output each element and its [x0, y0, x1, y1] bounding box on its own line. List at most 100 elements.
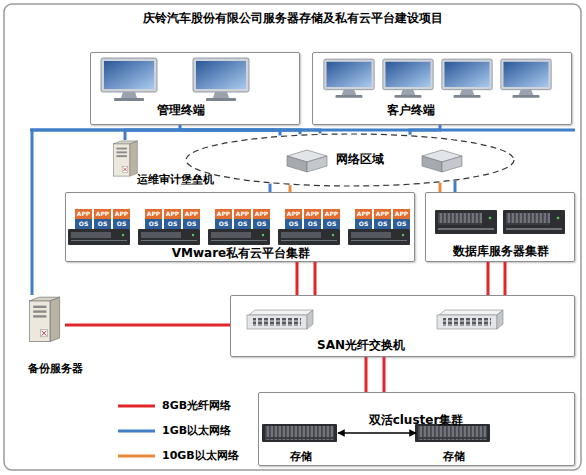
tile-label: APP [285, 209, 302, 219]
node-label: 客户终端 [361, 103, 461, 117]
connector [365, 357, 368, 392]
tile-label: OS [75, 219, 92, 229]
tile-label: OS [304, 219, 321, 229]
server-tower-icon [30, 297, 60, 341]
tile-label: APP [323, 209, 340, 219]
app-os-tile: APPOS [285, 209, 302, 229]
fc-switch-icon [437, 310, 503, 329]
legend-text: 10GB以太网络 [162, 449, 239, 463]
monitor-icon [501, 59, 551, 98]
storage-unit: 存储 [263, 425, 338, 465]
node-label: 备份服务器 [20, 362, 90, 376]
node-label: 双活cluster集群 [351, 413, 481, 427]
tile-label: OS [234, 219, 251, 229]
tile-label: APP [253, 209, 270, 219]
rack-server-icon [278, 229, 340, 245]
app-os-tile: APPOS [234, 209, 251, 229]
node-label: VMware私有云平台集群 [141, 246, 341, 260]
legend-line-sample [118, 405, 155, 408]
dashed-ellipse [186, 134, 514, 186]
tile-label: OS [113, 219, 130, 229]
node-label: 数据库服务器集群 [426, 244, 576, 258]
connector [32, 130, 320, 295]
fc-switch-icon [247, 310, 313, 329]
app-os-tile: APPOS [374, 209, 391, 229]
tile-label: APP [304, 209, 321, 219]
rack-server-icon [138, 229, 200, 245]
tile-label: OS [393, 219, 410, 229]
tile-label: OS [253, 219, 270, 229]
connector [314, 262, 317, 295]
connector [180, 125, 280, 136]
connector [383, 357, 386, 392]
tile-label: APP [94, 209, 111, 219]
network-zone: 网络区域 [185, 133, 515, 187]
app-os-tile: APPOS [113, 209, 130, 229]
cluster-box: VMware私有云平台集群APPOSAPPOSAPPOSAPPOSAPPOSAP… [65, 192, 415, 262]
monitor-icon [101, 58, 157, 101]
app-os-tile: APPOS [145, 209, 162, 229]
monitor-icon [324, 59, 374, 98]
cluster-box: 数据库服务器集群 [425, 192, 575, 262]
tile-label: OS [355, 219, 372, 229]
node-label: 存储 [416, 450, 491, 464]
rack-server-icon [348, 229, 410, 245]
app-os-tile: APPOS [253, 209, 270, 229]
node-label: 网络区域 [320, 152, 400, 166]
connector [296, 262, 299, 295]
connector [125, 130, 300, 140]
tile-label: OS [183, 219, 200, 229]
diagram-title: 庆铃汽车股份有限公司服务器存储及私有云平台建设项目 [0, 11, 586, 25]
monitor-icon [383, 59, 433, 98]
tile-label: APP [183, 209, 200, 219]
tile-label: OS [145, 219, 162, 229]
legend-text: 8GB光纤网络 [162, 399, 231, 413]
app-os-tile: APPOS [215, 209, 232, 229]
legend-line-sample [118, 430, 155, 433]
app-os-tile: APPOS [323, 209, 340, 229]
ethernet-bus [30, 129, 575, 132]
network-device-icon [422, 150, 462, 172]
tile-label: APP [164, 209, 181, 219]
connector [454, 181, 457, 192]
app-os-tile: APPOS [164, 209, 181, 229]
switch-box: SAN光纤交换机 [230, 295, 575, 357]
node-label: 存储 [263, 450, 338, 464]
connector [338, 432, 416, 434]
tile-label: APP [145, 209, 162, 219]
connector [410, 125, 440, 135]
app-os-tile: APPOS [355, 209, 372, 229]
connector [65, 324, 230, 327]
app-os-tile: APPOS [304, 209, 321, 229]
storage-array-icon [262, 424, 337, 442]
tile-label: APP [355, 209, 372, 219]
monitor-icon [442, 59, 492, 98]
server-tower-icon [114, 141, 138, 176]
node-label: 运维审计堡垒机 [130, 173, 220, 187]
legend-line-sample [118, 455, 155, 458]
legend-text: 1GB以太网络 [162, 424, 231, 438]
app-os-tile: APPOS [94, 209, 111, 229]
network-device-icon [287, 150, 327, 172]
tile-label: OS [215, 219, 232, 229]
outer-frame [4, 4, 581, 470]
connector [439, 183, 442, 192]
connector [487, 262, 490, 295]
terminal-group: 客户终端 [312, 52, 572, 125]
tile-label: OS [285, 219, 302, 229]
db-server-icon [435, 210, 497, 234]
tile-label: APP [113, 209, 130, 219]
tile-label: APP [234, 209, 251, 219]
tile-label: OS [323, 219, 340, 229]
rack-server-icon [68, 229, 130, 245]
tile-label: OS [94, 219, 111, 229]
tile-label: APP [215, 209, 232, 219]
connector [289, 185, 292, 192]
app-os-tile: APPOS [393, 209, 410, 229]
storage-cluster: 双活cluster集群存储 存储 [258, 392, 575, 466]
storage-unit: 存储 [416, 425, 491, 465]
tile-label: OS [164, 219, 181, 229]
